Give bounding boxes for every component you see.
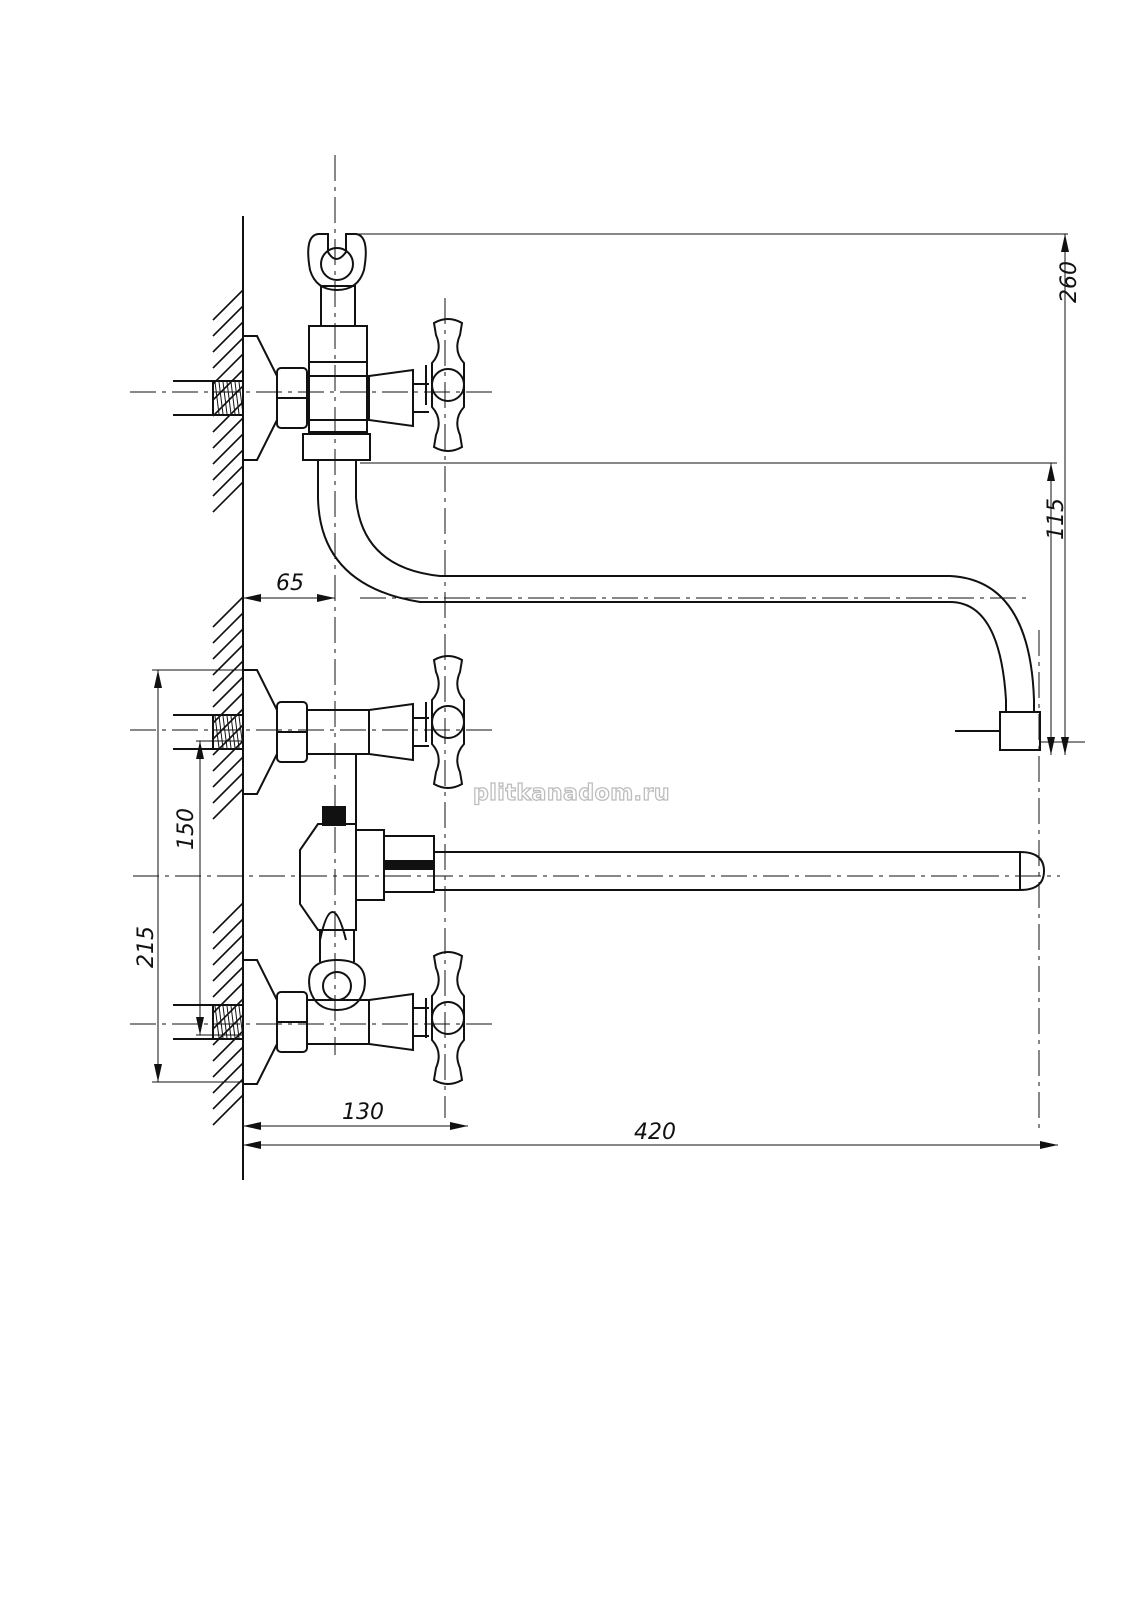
- dim-inlet-spacing: 150: [174, 808, 199, 850]
- watermark: plitkanadom.ru: [473, 781, 670, 806]
- dim-top-height: 260: [1057, 261, 1082, 303]
- dim-spout-drop: 115: [1044, 498, 1069, 540]
- lower-valve: [172, 930, 465, 1085]
- dim-handle-reach: 130: [342, 1100, 384, 1125]
- dim-outlet-height: 215: [134, 926, 159, 968]
- swivel-spout: [317, 460, 1041, 751]
- dim-spout-offset: 65: [276, 571, 304, 596]
- upper-valve: [172, 233, 465, 461]
- middle-valve: [172, 655, 465, 830]
- dim-spout-reach: 420: [634, 1120, 676, 1145]
- diverter: [299, 806, 1046, 941]
- dimension-lines: [152, 233, 1085, 1149]
